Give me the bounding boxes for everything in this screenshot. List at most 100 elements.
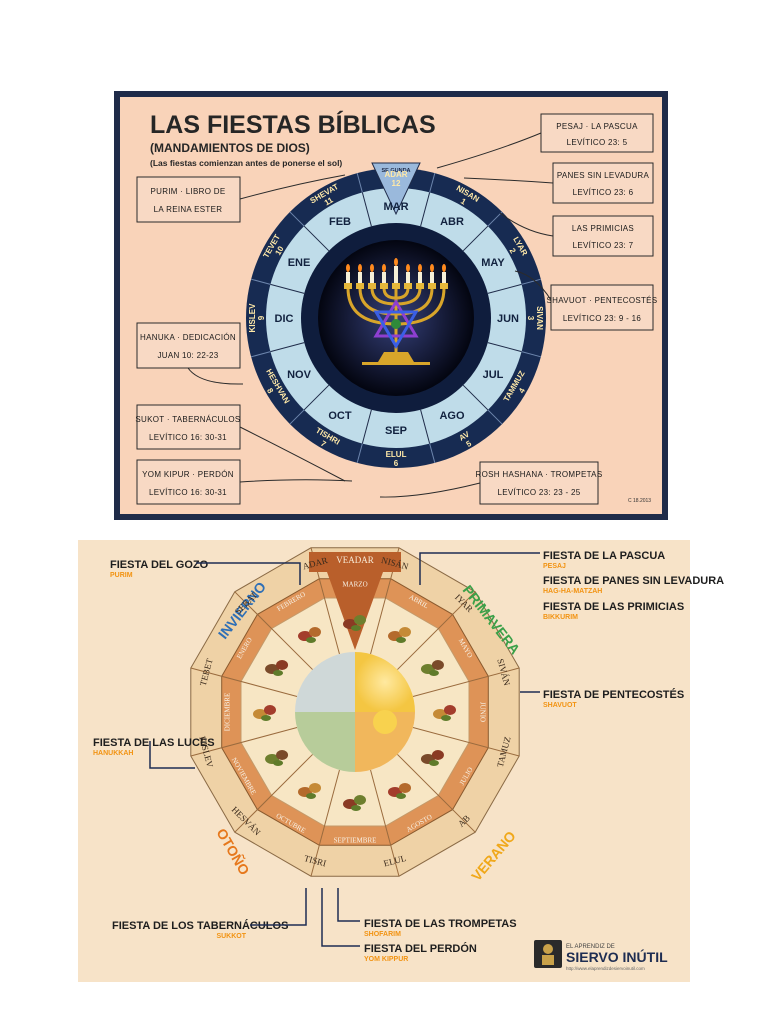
brand-logo: EL APRENDIZ DE SIERVO INÚTIL http://www.… [534, 940, 668, 971]
svg-text:PURIM · LIBRO DE: PURIM · LIBRO DE [150, 187, 225, 196]
gregorian-month-dic: DIC [275, 313, 294, 325]
callout-purim: PURIM · LIBRO DE LA REINA ESTER [136, 176, 241, 223]
feast-luces: FIESTA DE LAS LUCES HANUKKAH [93, 737, 215, 757]
gregorian-month-b-junio: JUNIO [479, 702, 487, 722]
svg-text:SIERVO INÚTIL: SIERVO INÚTIL [566, 948, 668, 965]
feast-primicias: FIESTA DE LAS PRIMICIAS BIKKURIM [543, 601, 684, 621]
harvest-icons [253, 615, 456, 811]
svg-text:LEVÍTICO 16: 30-31: LEVÍTICO 16: 30-31 [149, 488, 227, 497]
svg-text:FIESTA DEL GOZO: FIESTA DEL GOZO [110, 559, 209, 571]
svg-text:FIESTA DE LAS LUCES: FIESTA DE LAS LUCES [93, 737, 215, 749]
svg-text:12: 12 [392, 179, 401, 188]
feast-perdon: FIESTA DEL PERDÓN YOM KIPPUR [364, 942, 477, 963]
callout-rosh-hashana: ROSH HASHANA · TROMPETAS LEVÍTICO 23: 23… [476, 461, 603, 505]
svg-text:ELUL: ELUL [386, 450, 407, 459]
feast-panes: FIESTA DE PANES SIN LEVADURA HAG-HA-MATZ… [543, 575, 724, 595]
svg-text:KISLEV: KISLEV [248, 303, 257, 333]
gregorian-month-jul: JUL [483, 369, 504, 381]
svg-text:FIESTA DE LA PASCUA: FIESTA DE LA PASCUA [543, 550, 665, 562]
harvest-icon [298, 782, 321, 799]
copyright: C 18.2013 [628, 498, 651, 504]
callout-connectors [187, 132, 554, 498]
top-note: (Las fiestas comienzan antes de ponerse … [150, 158, 342, 168]
gregorian-month-oct: OCT [328, 410, 352, 422]
gregorian-month-feb: FEB [329, 216, 351, 228]
svg-text:LEVÍTICO 16: 30-31: LEVÍTICO 16: 30-31 [149, 433, 227, 442]
svg-text:LAS PRIMICIAS: LAS PRIMICIAS [572, 224, 634, 233]
svg-text:ROSH HASHANA · TROMPETAS: ROSH HASHANA · TROMPETAS [476, 470, 603, 479]
harvest-icon [433, 705, 456, 721]
gregorian-month-nov: NOV [287, 369, 312, 381]
callout-sukot: SUKOT · TABERNÁCULOS LEVÍTICO 16: 30-31 [135, 404, 241, 450]
gregorian-month-b-marzo: MARZO [342, 581, 367, 589]
callout-primicias: LAS PRIMICIAS LEVÍTICO 23: 7 [552, 215, 654, 257]
svg-text:HAG-HA-MATZAH: HAG-HA-MATZAH [543, 588, 602, 595]
svg-text:2: 2 [507, 247, 517, 256]
feast-purim: FIESTA DEL GOZO PURIM [110, 559, 209, 579]
feast-trompetas: FIESTA DE LAS TROMPETAS SHOFARIM [364, 918, 517, 938]
svg-text:SUKOT · TABERNÁCULOS: SUKOT · TABERNÁCULOS [135, 415, 240, 424]
svg-text:3: 3 [526, 316, 535, 321]
menorah-icon [344, 258, 448, 365]
harvest-icon [265, 660, 289, 676]
svg-text:FIESTA DE PENTECOSTÉS: FIESTA DE PENTECOSTÉS [543, 688, 684, 701]
svg-text:7: 7 [319, 439, 328, 449]
svg-text:SHOFARIM: SHOFARIM [364, 931, 401, 938]
svg-text:YOM KIPUR · PERDÓN: YOM KIPUR · PERDÓN [142, 470, 234, 479]
gregorian-month-mar: MAR [383, 201, 408, 213]
svg-text:LEVÍTICO 23: 6: LEVÍTICO 23: 6 [573, 188, 634, 197]
veadar-tab [309, 552, 401, 650]
svg-text:LEVÍTICO 23: 9 - 16: LEVÍTICO 23: 9 - 16 [563, 314, 641, 323]
svg-text:LEVÍTICO 23: 5: LEVÍTICO 23: 5 [567, 138, 628, 147]
svg-text:5: 5 [465, 439, 474, 449]
harvest-icon [420, 750, 444, 766]
feast-connectors [149, 552, 540, 947]
svg-text:6: 6 [394, 459, 399, 468]
svg-text:FIESTA DE LOS TABERNÁCULOS: FIESTA DE LOS TABERNÁCULOS [112, 919, 288, 932]
gregorian-month-b-diciembre: DICIEMBRE [224, 693, 232, 732]
svg-text:4: 4 [517, 386, 527, 395]
sun-icon [373, 710, 397, 734]
hebrew-month-av: AV5 [457, 429, 474, 449]
gregorian-month-jun: JUN [497, 313, 519, 325]
svg-text:SHAVUOT · PENTECOSTÉS: SHAVUOT · PENTECOSTÉS [547, 296, 658, 305]
harvest-icon [343, 615, 366, 631]
callout-shavuot: SHAVUOT · PENTECOSTÉS LEVÍTICO 23: 9 - 1… [547, 284, 658, 331]
svg-text:FIESTA DE LAS PRIMICIAS: FIESTA DE LAS PRIMICIAS [543, 601, 684, 613]
feast-pentecostes: FIESTA DE PENTECOSTÉS SHAVUOT [543, 688, 684, 709]
svg-text:BIKKURIM: BIKKURIM [543, 614, 578, 621]
svg-text:PANES SIN LEVADURA: PANES SIN LEVADURA [557, 171, 650, 180]
svg-text:LA REINA ESTER: LA REINA ESTER [154, 205, 223, 214]
svg-text:ADAR: ADAR [384, 170, 407, 179]
svg-text:FIESTA DE PANES SIN LEVADURA: FIESTA DE PANES SIN LEVADURA [543, 575, 724, 587]
svg-text:LEVÍTICO 23: 7: LEVÍTICO 23: 7 [573, 241, 634, 250]
gregorian-month-ago: AGO [439, 410, 465, 422]
ring-dividers-b [190, 547, 520, 877]
gregorian-month-sep: SEP [385, 425, 407, 437]
harvest-icon [388, 782, 411, 799]
top-chart: LAS FIESTAS BÍBLICAS (MANDAMIENTOS DE DI… [114, 91, 668, 520]
svg-text:FIESTA DEL PERDÓN: FIESTA DEL PERDÓN [364, 942, 477, 955]
bottom-chart: VEADAR INVIERNO PRIMAVERA VERANO OTOÑO F… [78, 540, 724, 982]
svg-text:LEVÍTICO 23: 23 - 25: LEVÍTICO 23: 23 - 25 [498, 488, 581, 497]
svg-text:9: 9 [257, 315, 266, 320]
svg-text:SUKKOT: SUKKOT [216, 933, 246, 940]
svg-text:PURIM: PURIM [110, 572, 133, 579]
month-marker [371, 162, 421, 216]
harvest-icon [343, 795, 366, 811]
top-subtitle: (MANDAMIENTOS DE DIOS) [150, 141, 310, 155]
svg-text:http://www.elaprendizdesiervoi: http://www.elaprendizdesiervoinutil.com [566, 966, 645, 971]
svg-text:HANUKA · DEDICACIÓN: HANUKA · DEDICACIÓN [140, 333, 236, 342]
harvest-icon [265, 750, 289, 766]
feast-tabernaculos: FIESTA DE LOS TABERNÁCULOS SUKKOT [112, 919, 288, 940]
svg-text:PESAJ · LA PASCUA: PESAJ · LA PASCUA [556, 122, 638, 131]
svg-text:EL APRENDIZ DE: EL APRENDIZ DE [566, 944, 615, 950]
gregorian-month-b-septiembre: SEPTIEMBRE [334, 837, 377, 845]
svg-text:JUAN 10: 22-23: JUAN 10: 22-23 [157, 351, 218, 360]
ring-dividers [250, 172, 542, 464]
harvest-icon [298, 627, 321, 644]
